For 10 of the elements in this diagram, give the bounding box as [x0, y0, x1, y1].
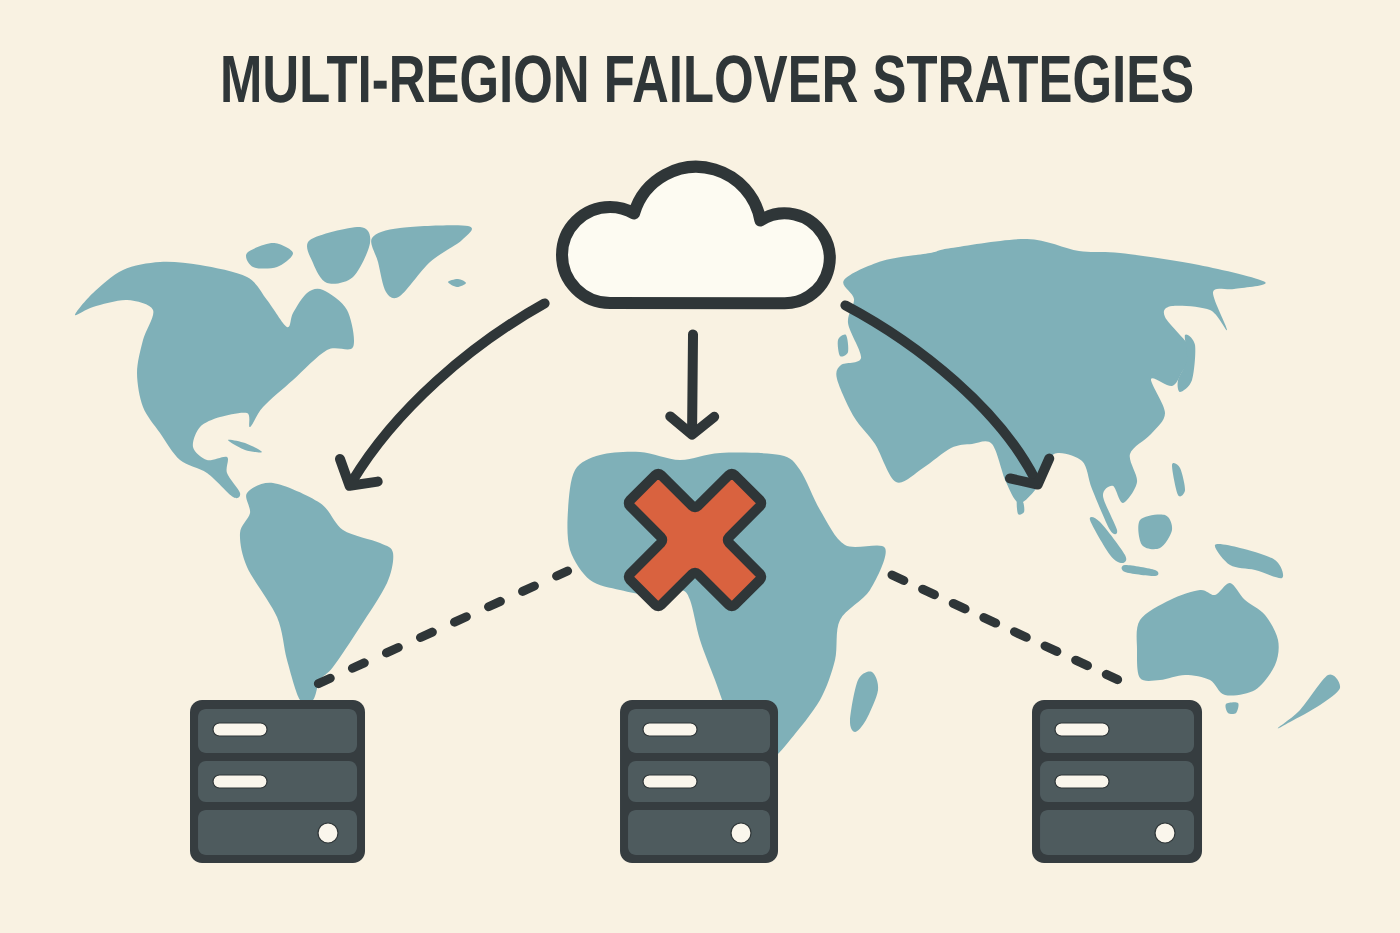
arrow [665, 329, 720, 440]
title: MULTI-REGION FAILOVER STRATEGIES [223, 55, 1193, 103]
cloud [556, 160, 836, 310]
dashed-line [887, 570, 1123, 685]
server [620, 700, 778, 863]
server [1032, 700, 1202, 863]
cross-mark [623, 468, 767, 612]
server [190, 700, 365, 863]
arrow [335, 298, 550, 491]
arrow [840, 300, 1055, 490]
